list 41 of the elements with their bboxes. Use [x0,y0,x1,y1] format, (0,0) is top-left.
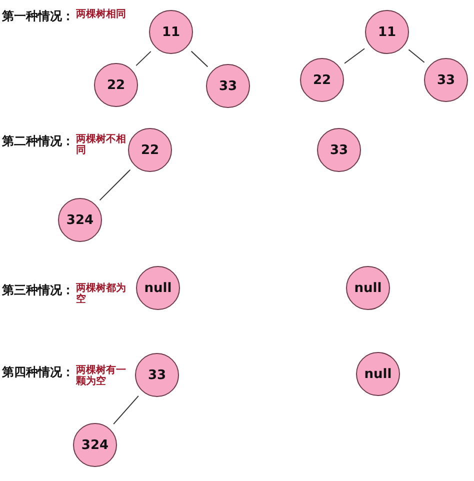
tree-node-circle [317,128,361,172]
case-heading: 第一种情况： [2,8,74,25]
node-value: 11 [162,24,180,40]
tree-node-circle [149,10,193,54]
case-heading: 第三种情况： [2,282,74,299]
node-value: 33 [436,72,456,88]
tree-node-circle [73,423,117,467]
node-value: 22 [140,142,160,158]
case-heading: 第二种情况： [2,133,74,150]
node-value: 33 [148,368,166,382]
case-note: 两棵树不相同 [76,134,127,156]
tree-edge [113,395,139,425]
node-value: null [144,280,172,296]
tree-node-circle [424,58,468,102]
tree-node-circle [136,266,180,310]
node-value: null [354,280,382,296]
node-value: 33 [218,78,238,94]
node-value: 22 [106,78,126,92]
tree-edge [190,50,208,68]
node-value: 324 [66,212,94,228]
tree-node-circle [346,266,390,310]
case-heading: 第四种情况： [2,364,74,381]
node-value: 324 [81,438,109,452]
tree-edge [99,169,131,201]
case-note: 两棵树都为空 [76,283,127,305]
case-note: 两棵树相同 [76,9,127,20]
tree-node-circle [128,128,172,172]
tree-node-circle [206,64,250,108]
tree-node-circle [58,198,102,242]
node-value: 22 [312,72,332,88]
node-value: null [364,366,392,382]
tree-node-circle [135,353,179,397]
tree-node-circle [94,63,138,107]
node-value: 33 [330,142,348,158]
tree-edge [344,48,365,64]
tree-edge [136,50,152,66]
tree-node-circle [300,58,344,102]
tree-node-circle [365,10,409,54]
tree-node-circle [356,352,400,396]
node-value: 11 [378,24,396,40]
tree-edge [408,49,425,63]
